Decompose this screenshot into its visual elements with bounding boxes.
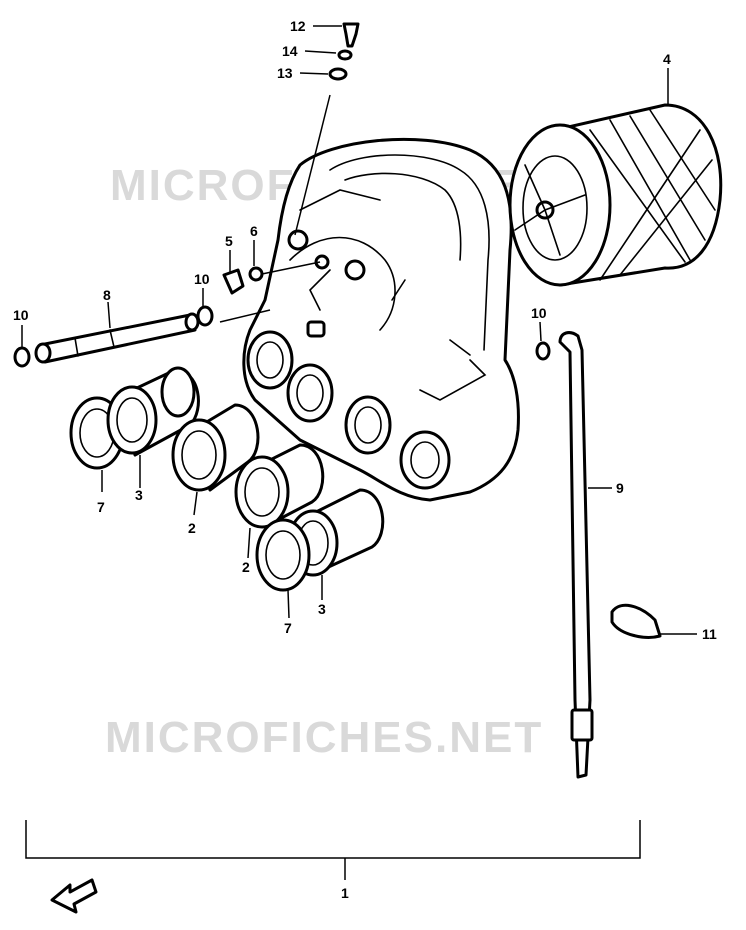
clamp-11 bbox=[610, 603, 662, 639]
callout-5: 5 bbox=[225, 233, 233, 249]
washer-14 bbox=[337, 49, 353, 61]
air-cleaner-housing bbox=[242, 137, 520, 502]
callout-6: 6 bbox=[250, 223, 258, 239]
callout-11: 11 bbox=[702, 626, 717, 642]
callout-4: 4 bbox=[663, 51, 671, 67]
hose-clip-left bbox=[13, 346, 31, 368]
callout-14: 14 bbox=[282, 43, 298, 59]
front-arrow-icon bbox=[50, 878, 98, 914]
callout-10-mid: 10 bbox=[194, 271, 210, 287]
bolt-12 bbox=[342, 22, 360, 48]
nut-5 bbox=[222, 268, 245, 295]
callout-10-right: 10 bbox=[531, 305, 547, 321]
callout-13: 13 bbox=[277, 65, 293, 81]
hose-clip-right bbox=[535, 341, 551, 361]
callout-10-left: 10 bbox=[13, 307, 29, 323]
callout-3-right: 3 bbox=[318, 601, 326, 617]
drain-pipe bbox=[34, 312, 200, 364]
carburetor-joints bbox=[69, 366, 385, 592]
callout-3-left: 3 bbox=[135, 487, 143, 503]
callout-7-right: 7 bbox=[284, 620, 292, 636]
callout-2-left: 2 bbox=[188, 520, 196, 536]
washer-6 bbox=[248, 266, 264, 282]
washer-13 bbox=[328, 67, 348, 81]
callout-2-right: 2 bbox=[242, 559, 250, 575]
air-filter-element bbox=[508, 103, 723, 287]
watermark-bottom: MICROFICHES.NET bbox=[105, 713, 543, 762]
leader-lines bbox=[21, 25, 697, 880]
callout-9: 9 bbox=[616, 480, 624, 496]
breather-hose bbox=[558, 331, 594, 779]
callout-12: 12 bbox=[290, 18, 306, 34]
callout-1: 1 bbox=[341, 885, 349, 901]
hose-clip-mid bbox=[196, 305, 214, 327]
callout-7-left: 7 bbox=[97, 499, 105, 515]
callout-8: 8 bbox=[103, 287, 111, 303]
